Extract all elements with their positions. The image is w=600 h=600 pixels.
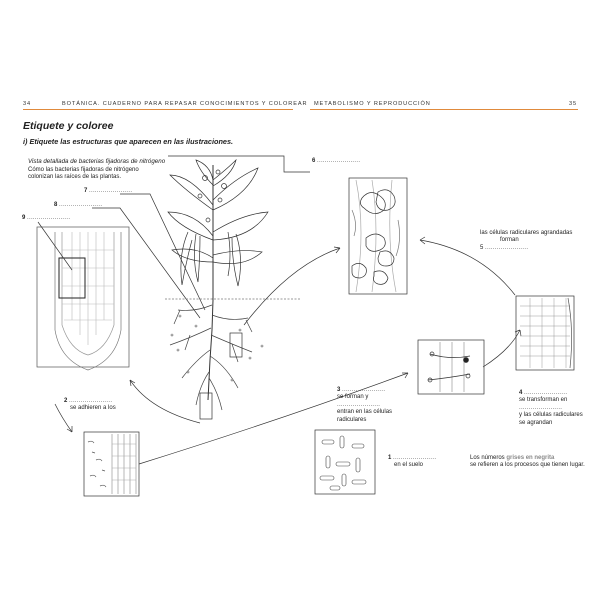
instruction-text: i) Etiquete las estructuras que aparecen… <box>23 137 234 146</box>
pointer-7 <box>120 193 206 311</box>
label-3-caption-3: radiculares <box>337 416 367 423</box>
label-4-caption-3: se agrandan <box>519 419 553 426</box>
label-8: 8 ...................... <box>54 202 102 209</box>
arrow-cells-to-nodule <box>419 239 516 296</box>
label-1-blank[interactable]: ...................... <box>393 455 437 461</box>
label-4-number: 4 <box>519 390 523 396</box>
label-4-caption-1: se transforman en <box>519 397 568 404</box>
label-7-blank[interactable]: ...................... <box>89 188 133 194</box>
label-5-caption-1: las células radiculares agrandadas <box>480 230 573 236</box>
arrow-plant-to-roottip <box>129 379 201 424</box>
label-3-number: 3 <box>337 387 341 393</box>
legend-highlight: grises en negrita <box>506 455 555 461</box>
label-2-caption: se adhieren a los <box>70 405 116 412</box>
label-8-blank[interactable]: ...................... <box>59 202 103 208</box>
nodule-cross-section-drawing <box>348 177 408 295</box>
intro-line-1: Cómo las bacterias fijadoras de nitrógen… <box>28 167 139 173</box>
label-4-blank[interactable]: ...................... <box>524 390 568 396</box>
label-6-blank[interactable]: ...................... <box>317 158 361 164</box>
legend-note: Los números grises en negrita se refiere… <box>470 455 585 470</box>
label-3: 3 ...................... se forman y ...… <box>337 387 392 424</box>
arrow-infection-to-cells <box>482 329 521 368</box>
label-8-number: 8 <box>54 202 58 208</box>
legend-line-2: se refieren a los procesos que tienen lu… <box>470 462 585 469</box>
label-3-caption-2: entran en las células <box>337 409 393 416</box>
label-4-caption-2: y las células radiculares <box>519 412 583 419</box>
arrow-to-infection <box>138 372 409 465</box>
label-7: 7 ...................... <box>84 188 132 195</box>
label-6: 6 ...................... <box>312 158 360 165</box>
label-1-number: 1 <box>388 455 392 461</box>
legend-prefix: Los números <box>470 455 505 461</box>
label-7-number: 7 <box>84 188 88 194</box>
label-3-blank-2[interactable]: ...................... <box>337 401 381 408</box>
right-running-title: METABOLISMO Y REPRODUCCIÓN <box>314 101 431 107</box>
label-1-caption: en el suelo <box>394 462 424 469</box>
soil-bacteria-drawing <box>314 429 376 495</box>
label-5-number: 5 <box>480 244 484 251</box>
right-header-rule <box>310 109 578 110</box>
section-title: Etiquete y coloree <box>23 120 114 132</box>
left-header-rule <box>23 109 293 110</box>
label-4-blank-2[interactable]: ...................... <box>519 404 563 411</box>
illustration-subtitle: Vista detallada de bacterias fijadoras d… <box>28 158 166 165</box>
pointer-8 <box>92 207 201 319</box>
label-2-blank[interactable]: ...................... <box>69 398 113 404</box>
label-5-blank[interactable]: ...................... <box>485 244 529 251</box>
label-4: 4 ...................... se transforman … <box>519 390 583 427</box>
plant-drawing <box>167 158 269 420</box>
bacteria-root-hairs-drawing <box>83 431 140 497</box>
label-6-number: 6 <box>312 158 316 164</box>
label-3-blank[interactable]: ...................... <box>342 387 386 393</box>
intro-text: Cómo las bacterias fijadoras de nitrógen… <box>28 167 139 182</box>
enlarged-cells-drawing <box>515 295 575 371</box>
root-tip-section-drawing <box>36 226 130 371</box>
infection-thread-drawing <box>417 339 485 395</box>
label-2: 2 ...................... se adhieren a l… <box>64 398 116 413</box>
label-3-caption-1: se forman y <box>337 394 369 401</box>
label-2-number: 2 <box>64 398 68 404</box>
label-9: 9 ...................... <box>22 215 70 222</box>
arrow-plant-to-nodule <box>243 247 341 326</box>
label-5-caption-2: forman <box>500 237 519 244</box>
pointer-6 <box>168 155 310 173</box>
pointer-9 <box>37 221 73 271</box>
arrow-roottip-to-bacteria <box>54 403 73 433</box>
label-9-blank[interactable]: ...................... <box>27 215 71 221</box>
left-running-title: BOTÁNICA. CUADERNO PARA REPASAR CONOCIMI… <box>62 101 308 107</box>
intro-line-2: colonizan las raíces de las plantas. <box>28 174 122 181</box>
label-9-number: 9 <box>22 215 26 221</box>
label-1: 1 ...................... en el suelo <box>388 455 436 470</box>
left-page-number: 34 <box>23 101 32 107</box>
label-5: las células radiculares agrandadas forma… <box>480 230 572 252</box>
right-page-number: 35 <box>569 101 578 107</box>
